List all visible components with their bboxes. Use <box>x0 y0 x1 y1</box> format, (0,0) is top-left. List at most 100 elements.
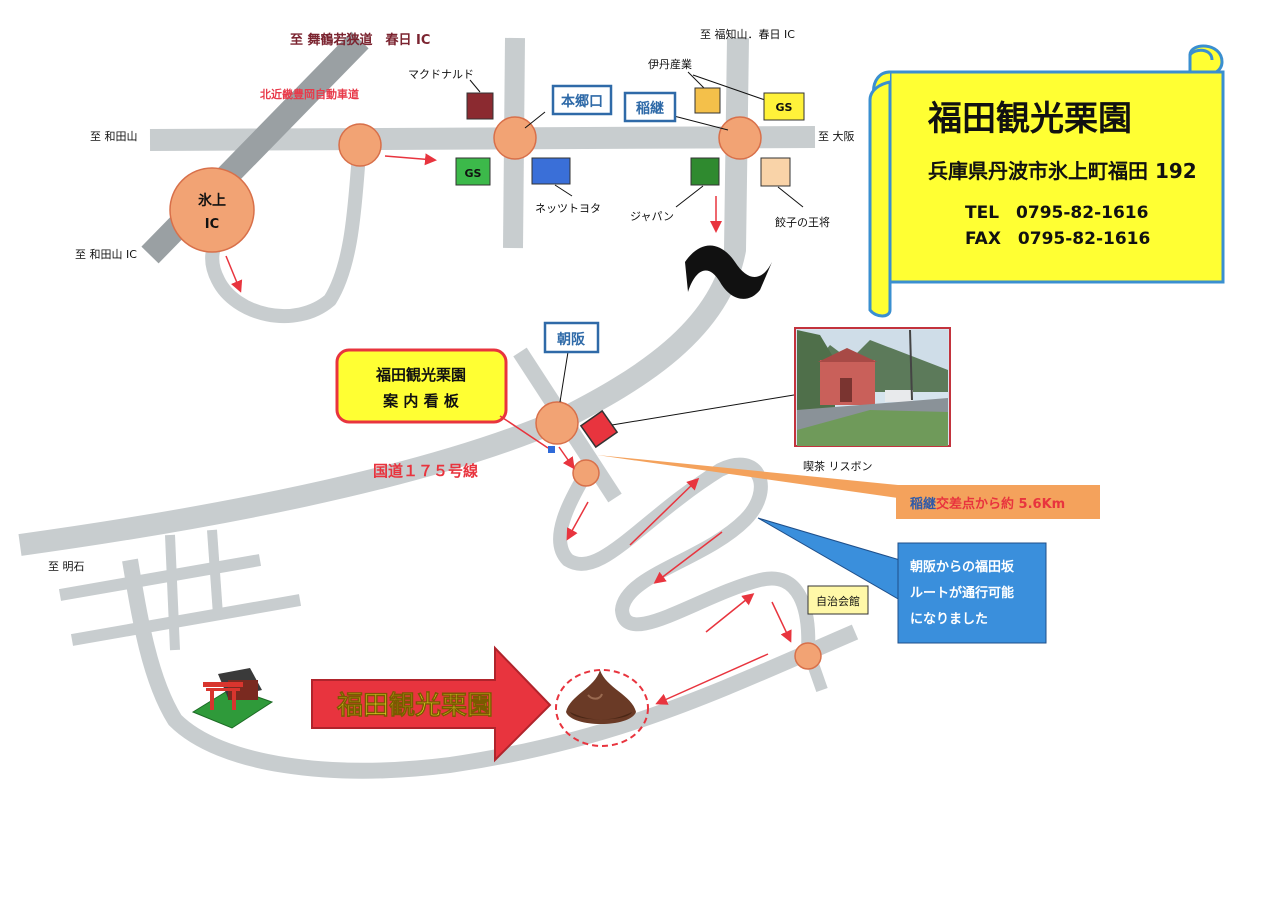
expressway-label: 北近畿豊岡自動車道 <box>260 87 359 101</box>
landmark-netz-toyota-marker <box>531 157 571 185</box>
destination-marker-ring <box>555 669 649 747</box>
arrow-4 <box>558 446 575 470</box>
signboard-line2: 案 内 看 板 <box>382 392 460 410</box>
road-grid-h2 <box>70 594 302 646</box>
direction-wadayama: 至 和田山 <box>90 130 138 143</box>
ic-label-line1: 氷上 <box>198 192 226 209</box>
landmark-japan-label: ジャパン <box>630 210 674 223</box>
direction-osaka: 至 大阪 <box>818 129 855 143</box>
scroll-right-roll <box>1188 48 1214 70</box>
scroll-left-tail <box>868 80 892 318</box>
road-grid-v2 <box>207 529 223 616</box>
direction-maizuru: 至 舞鶴若狭道 春日 IC <box>290 32 430 48</box>
arrow-8 <box>705 593 755 633</box>
leader-itami <box>687 71 705 89</box>
info-fax: FAX 0795-82-1616 <box>965 229 1150 249</box>
landmark-gs-right-marker <box>763 92 805 121</box>
info-tel: TEL 0795-82-1616 <box>965 203 1148 223</box>
route-175-label: 国道１７５号線 <box>373 462 478 480</box>
info-name: 福田観光栗園 <box>927 99 1132 139</box>
landmark-mcdonalds-label: マクドナルド <box>408 68 474 81</box>
distance-callout-place: 稲継 <box>910 496 936 512</box>
route-callout-line3: になりました <box>910 612 988 627</box>
road-lower-loop <box>122 558 859 779</box>
landmark-gs-left-label: GS <box>465 167 482 180</box>
landmark-community-hall-box <box>807 585 869 615</box>
node-markers <box>338 116 822 670</box>
distance-callout-pointer <box>597 455 898 498</box>
node-hongouguchi <box>493 116 537 160</box>
signboard-line1: 福田観光栗園 <box>375 366 466 384</box>
road-ic-loop <box>205 144 367 324</box>
route-arrows <box>225 153 792 705</box>
leader-mcdonalds <box>469 79 481 93</box>
leader-japan <box>675 185 704 208</box>
direction-wadayama-ic: 至 和田山 IC <box>75 248 137 261</box>
destination-arrow-label: 福田観光栗園 <box>336 690 493 721</box>
ic-label-line2: IC <box>205 217 219 232</box>
label-inatsugi: 稲継 <box>636 100 664 117</box>
distance-callout-distance: 交差点から約 5.6Km <box>936 496 1065 512</box>
node-community-hall <box>794 642 822 670</box>
landmark-cafe-marker <box>579 409 619 449</box>
route-callout-line1: 朝阪からの福田坂 <box>910 559 1015 575</box>
road-break-mark <box>685 245 772 299</box>
ic-marker <box>169 167 255 253</box>
label-box-inatsugi <box>623 91 677 123</box>
signboard-location-marker <box>548 446 555 453</box>
landmark-community-hall-label: 自治会館 <box>816 594 860 608</box>
landmark-japan-marker <box>690 157 720 186</box>
landmark-itami-marker <box>694 87 721 114</box>
leader-gyoza <box>777 186 804 208</box>
signboard-callout-box <box>335 348 508 424</box>
distance-callout-text: 稲継交差点から約 5.6Km <box>910 496 1065 512</box>
info-address: 兵庫県丹波市氷上町福田 192 <box>928 159 1197 183</box>
node-inatsugi <box>718 116 762 160</box>
label-box-hongouguchi <box>551 84 613 116</box>
route-callout-box <box>897 542 1047 644</box>
leader-cafe <box>611 393 801 426</box>
landmark-netz-toyota-label: ネッツトヨタ <box>535 202 601 215</box>
road-inatsugi-route175 <box>18 37 749 556</box>
arrow-5 <box>566 501 589 541</box>
chestnut-icon <box>566 670 636 724</box>
arrow-6 <box>629 477 700 546</box>
label-box-asahi <box>543 321 600 354</box>
leader-netz-toyota <box>554 184 573 197</box>
landmark-mcdonalds-marker <box>466 92 494 120</box>
scroll-body <box>888 70 1225 284</box>
road-fukuda-slope <box>553 457 816 651</box>
direction-akashi: 至 明石 <box>48 560 85 573</box>
destination-arrow <box>311 645 552 763</box>
arrow-9 <box>771 601 792 643</box>
label-asahi: 朝阪 <box>557 331 586 348</box>
shrine-icon <box>191 668 274 729</box>
cafe-photo <box>794 327 951 447</box>
landmark-gs-left-marker <box>455 157 491 186</box>
road-grid-h1 <box>58 554 262 601</box>
node-fukuda-start <box>572 459 600 487</box>
arrow-2 <box>225 255 243 293</box>
arrow-10 <box>655 653 769 705</box>
landmark-itami-label: 伊丹産業 <box>648 58 692 71</box>
landmark-gyoza-label: 餃子の王将 <box>775 215 830 229</box>
label-hongouguchi: 本郷口 <box>561 93 603 110</box>
direction-fukuchiyama: 至 福知山．春日 IC <box>700 27 795 41</box>
info-scroll: 福田観光栗園 兵庫県丹波市氷上町福田 192 TEL 0795-82-1616 … <box>868 44 1225 318</box>
node-asahi <box>535 401 579 445</box>
route-callout-line2: ルートが通行可能 <box>910 585 1014 601</box>
leader-hongouguchi <box>524 111 546 129</box>
leader-signboard <box>499 415 549 449</box>
landmark-gs-right-label: GS <box>776 101 793 114</box>
leader-inatsugi <box>669 114 729 131</box>
landmark-cafe-label: 喫茶 リスボン <box>803 460 873 473</box>
landmark-gyoza-marker <box>760 157 791 187</box>
leader-gs-right <box>692 74 766 101</box>
node-expressway-junction <box>338 123 382 167</box>
road-grid-v1 <box>165 534 180 651</box>
distance-callout-box <box>896 485 1100 519</box>
leader-asahi <box>559 351 569 403</box>
arrow-1 <box>384 153 437 166</box>
arrow-7 <box>653 531 723 584</box>
